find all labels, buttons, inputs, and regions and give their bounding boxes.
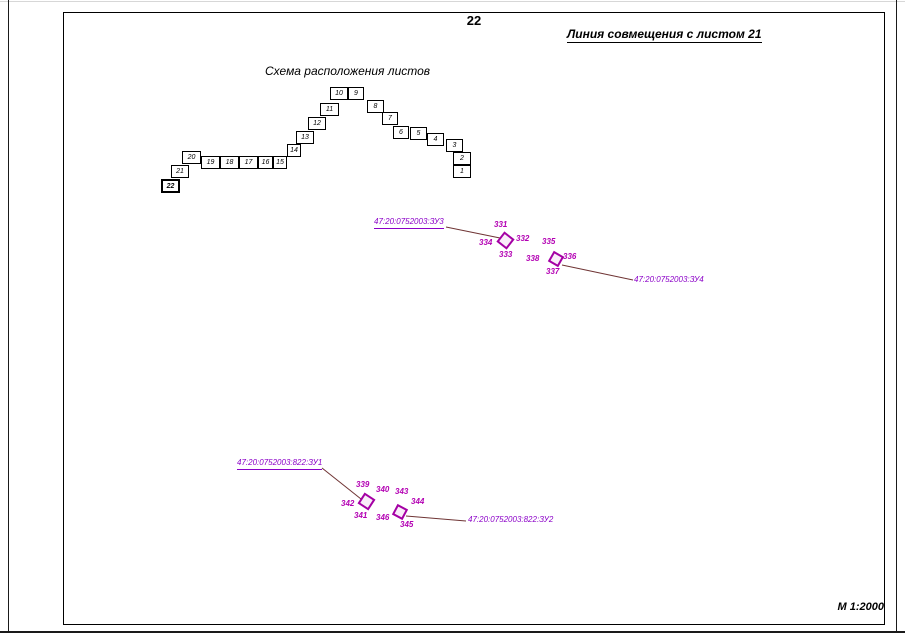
parcel-number-338: 338 [526,254,540,263]
cadastral-label-2: 47:20:0752003:ЗУ4 [634,275,704,284]
cadastral-label-4: 47:20:0752003:822:ЗУ2 [468,515,554,524]
page-right-edge [896,0,897,632]
sheet-box-9: 9 [348,87,364,100]
parcel-number-336: 336 [563,252,577,261]
drawing-frame [63,12,885,625]
sheet-box-8: 8 [367,100,384,113]
sheet-number: 22 [466,13,482,28]
cadastral-label-3: 47:20:0752003:822:ЗУ1 [237,458,323,470]
cadastral-label-1: 47:20:0752003:ЗУ3 [374,217,444,229]
sheet-box-10: 10 [330,87,348,100]
sheet-box-19: 19 [201,156,220,169]
parcel-number-331: 331 [494,220,508,229]
parcel-number-340: 340 [376,485,390,494]
sheet-box-13: 13 [296,131,314,144]
sheet-box-14: 14 [287,144,301,157]
sheet-box-1: 1 [453,165,471,178]
map-scale-label: М 1:2000 [837,601,884,613]
sheet-box-17: 17 [239,156,258,169]
sheet-box-18: 18 [220,156,239,169]
parcel-number-332: 332 [516,234,530,243]
parcel-number-345: 345 [400,520,414,529]
sheet-box-5: 5 [410,127,427,140]
sheet-layout-scheme-title: Схема расположения листов [265,64,431,78]
sheet-box-12: 12 [308,117,326,130]
parcel-number-334: 334 [479,238,493,247]
sheet-box-20: 20 [182,151,201,164]
parcel-number-341: 341 [354,511,368,520]
alignment-note: Линия совмещения с листом 21 [567,27,762,43]
parcel-number-335: 335 [542,237,556,246]
sheet-box-3: 3 [446,139,463,152]
sheet-box-7: 7 [382,112,398,125]
parcel-number-343: 343 [395,487,409,496]
parcel-number-337: 337 [546,267,560,276]
parcel-number-346: 346 [376,513,390,522]
parcel-number-333: 333 [499,250,513,259]
sheet-box-6: 6 [393,126,409,139]
sheet-box-11: 11 [320,103,339,116]
parcel-number-342: 342 [341,499,355,508]
sheet-box-15: 15 [273,156,287,169]
sheet-box-2: 2 [453,152,471,165]
sheet-box-22: 22 [161,179,180,193]
page-bottom-edge [0,631,905,633]
parcel-number-339: 339 [356,480,370,489]
sheet-box-4: 4 [427,133,444,146]
page-top-edge [0,1,905,2]
page-left-edge [8,0,9,632]
sheet-box-21: 21 [171,165,189,178]
parcel-number-344: 344 [411,497,425,506]
sheet-box-16: 16 [258,156,273,169]
